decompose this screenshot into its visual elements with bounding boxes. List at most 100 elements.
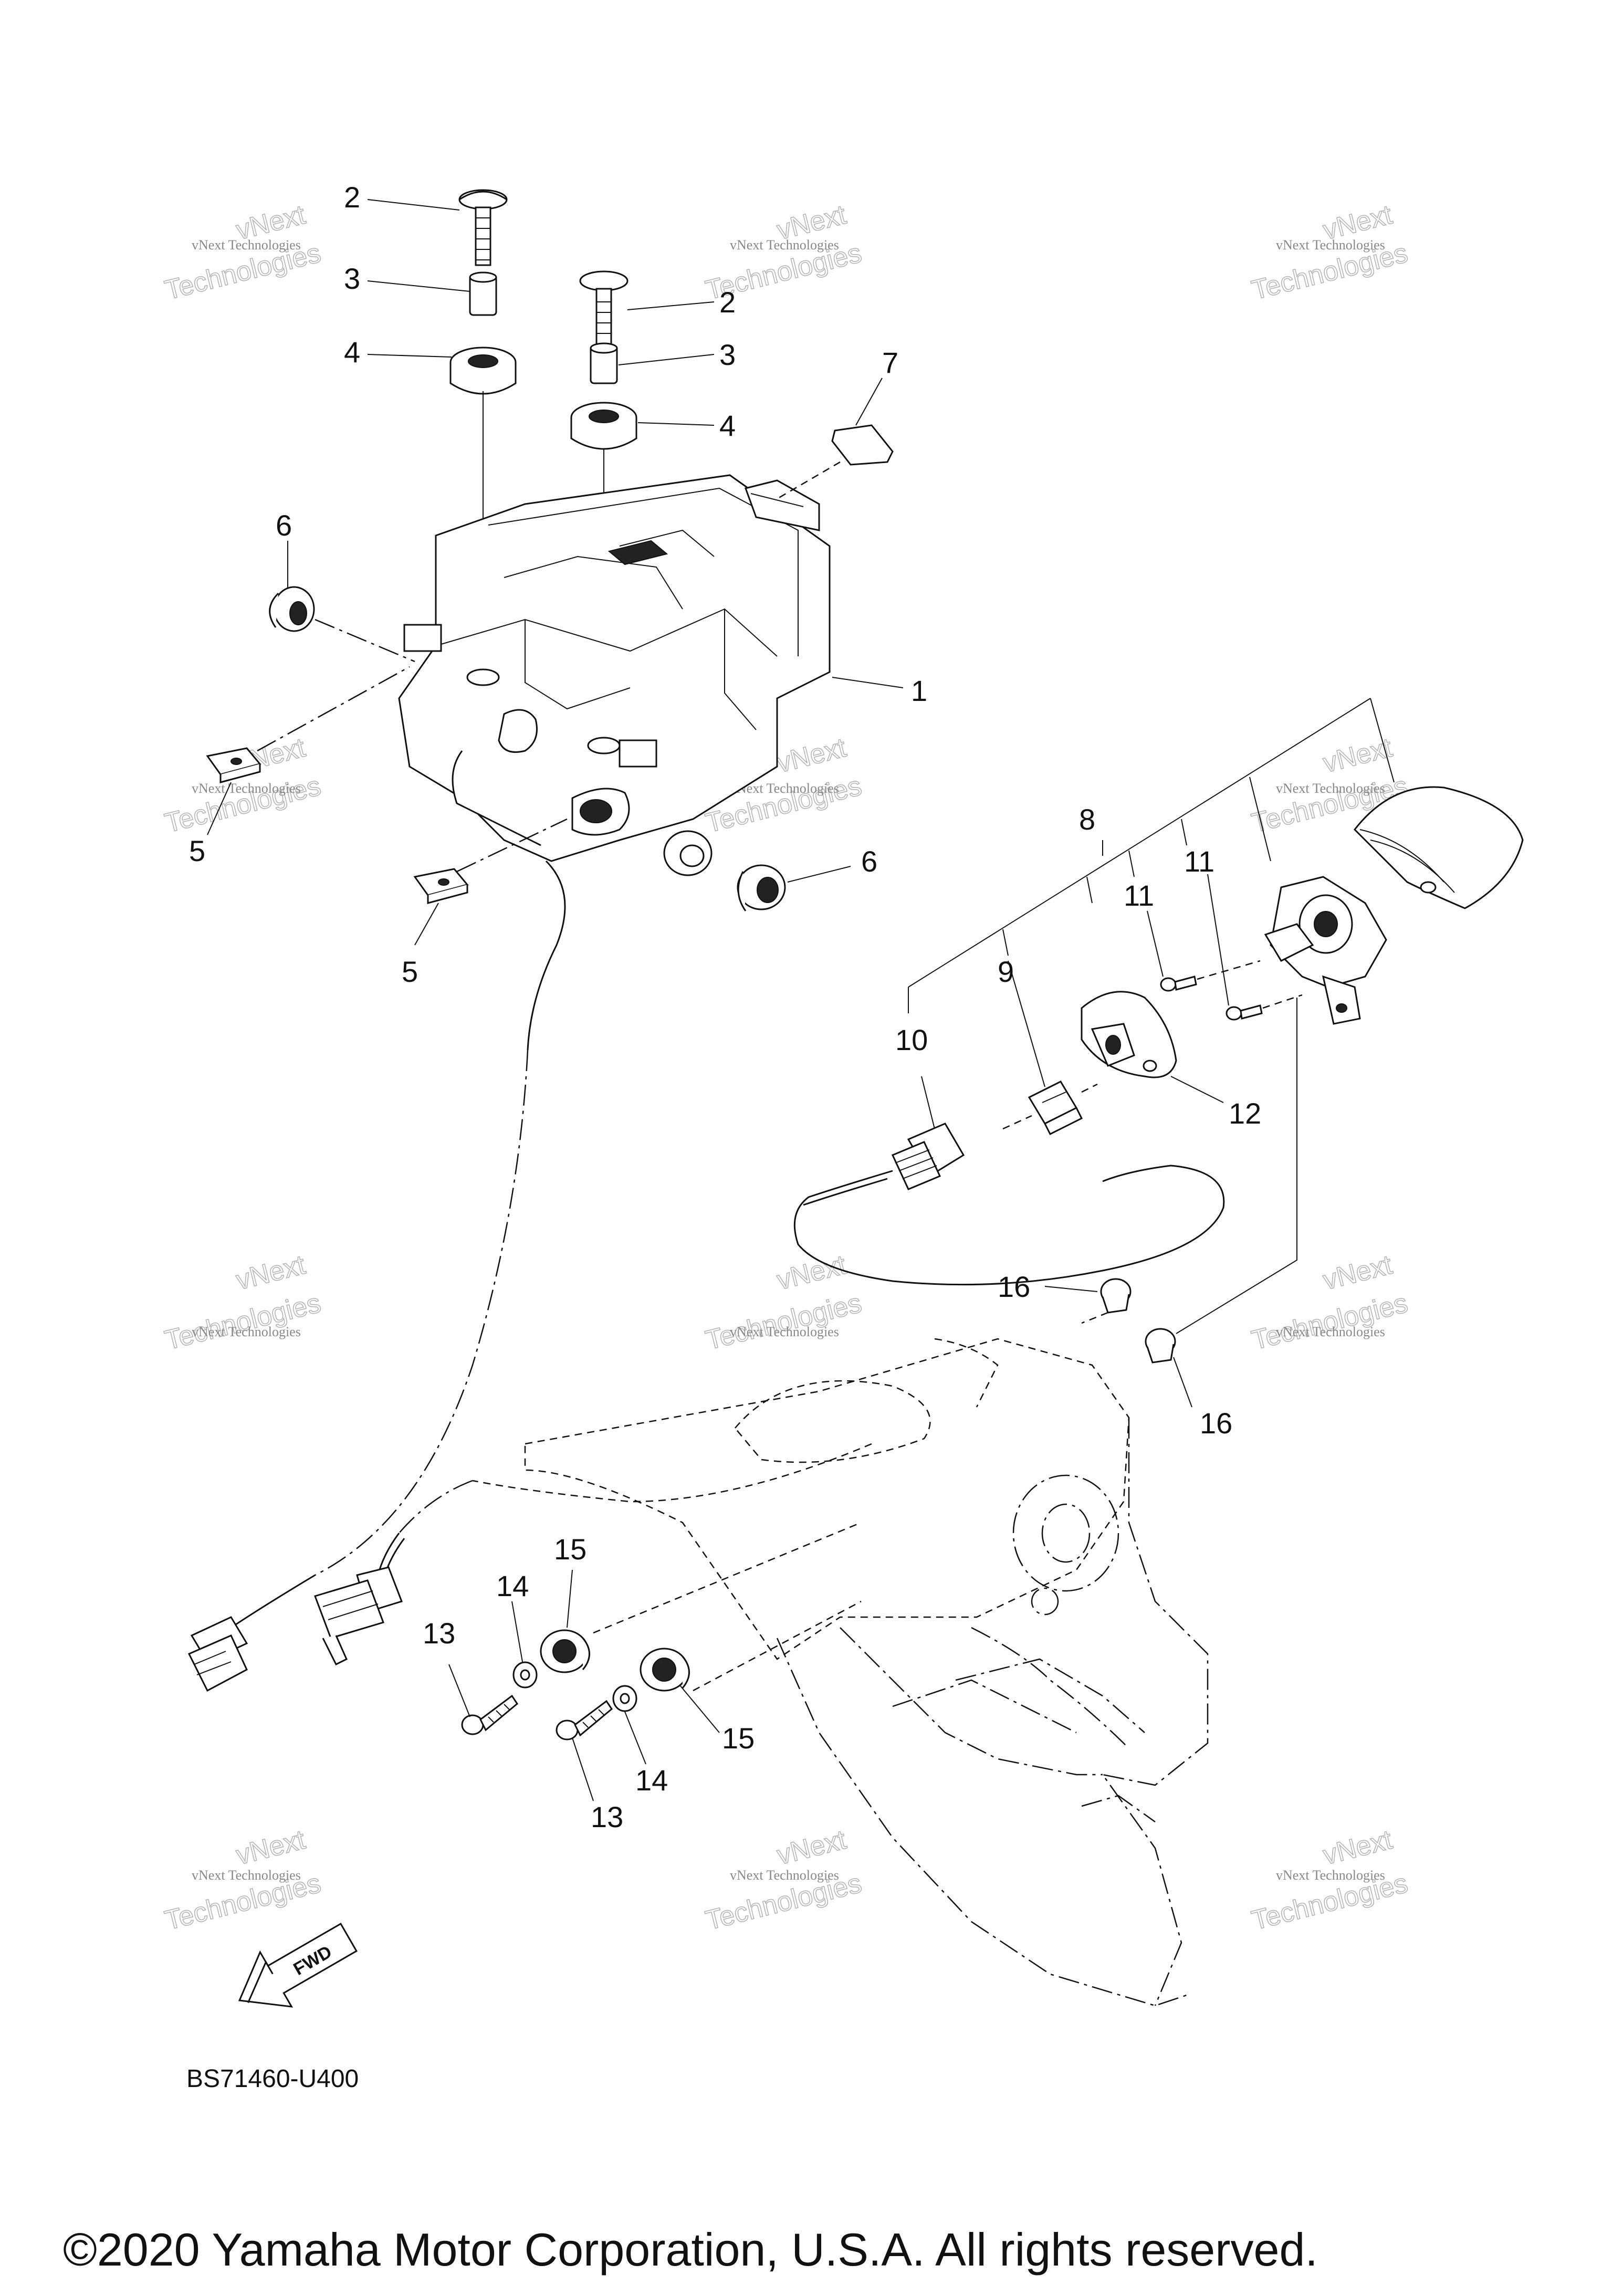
washer-14b	[612, 1685, 637, 1712]
grommet-15a	[540, 1629, 590, 1673]
bolt-center	[579, 270, 629, 353]
callout-10: 10	[895, 1023, 928, 1056]
watermark-bottom-left: Technologies vNext vNext Technologies	[161, 1824, 324, 1936]
grommet-right-6	[737, 864, 786, 911]
svg-text:vNext: vNext	[1320, 732, 1396, 779]
leader-3a	[367, 280, 470, 292]
svg-text:vNext Technologies: vNext Technologies	[1276, 1868, 1385, 1883]
svg-text:Technologies: Technologies	[162, 1288, 324, 1356]
svg-text:vNext Technologies: vNext Technologies	[1276, 237, 1385, 253]
svg-text:vNext Technologies: vNext Technologies	[730, 237, 839, 253]
washer-14a	[512, 1661, 538, 1689]
lens-cover	[1354, 786, 1524, 909]
grommet-left	[449, 347, 517, 395]
svg-text:vNext: vNext	[1320, 1250, 1396, 1296]
leader-4b	[637, 422, 715, 426]
callout-5-left: 5	[189, 834, 205, 867]
callout-15-left: 15	[554, 1533, 586, 1566]
plate-line-right	[1176, 998, 1297, 1334]
bushing-16-upper	[1100, 1278, 1132, 1314]
wire-harness-license	[314, 1443, 872, 1666]
leader-13a	[448, 1664, 470, 1717]
axis-11b	[1262, 994, 1303, 1009]
rear-fender-phantom	[524, 1338, 1209, 2007]
leader-5b	[414, 903, 439, 946]
svg-text:vNext Technologies: vNext Technologies	[730, 1868, 839, 1883]
svg-text:vNext: vNext	[1320, 1825, 1396, 1871]
callout-2-center: 2	[719, 286, 736, 319]
clip-5-left	[206, 747, 261, 783]
callout-3-left: 3	[344, 262, 360, 295]
socket-plate-12	[1081, 991, 1177, 1078]
leader-1	[832, 677, 904, 688]
leader-3b	[618, 354, 715, 365]
fwd-arrow-icon: FWD	[238, 1922, 358, 2008]
leader-2a	[367, 199, 460, 211]
leader-5a	[207, 782, 232, 835]
leader-7	[855, 378, 883, 426]
watermark-lower-left: Technologies vNext vNext Technologies	[161, 1249, 324, 1356]
axis-15b	[693, 1600, 862, 1692]
copyright-notice: ©2020 Yamaha Motor Corporation, U.S.A. A…	[63, 2224, 1318, 2276]
callout-8: 8	[1079, 803, 1095, 836]
svg-text:vNext Technologies: vNext Technologies	[730, 1324, 839, 1339]
svg-text:FWD: FWD	[290, 1942, 336, 1979]
svg-text:Technologies: Technologies	[703, 1288, 865, 1356]
axis-15a	[593, 1522, 862, 1634]
callout-11-right: 11	[1184, 845, 1214, 878]
grommet-6a-axis	[315, 618, 415, 663]
leader-16b	[1173, 1357, 1192, 1408]
callout-4-center: 4	[719, 409, 736, 442]
callout-3-center: 3	[719, 338, 736, 371]
leader-16a	[1044, 1286, 1098, 1292]
socket-10	[891, 1123, 965, 1190]
screw-11-lower	[1226, 1004, 1263, 1021]
leader-11b	[1207, 874, 1229, 1006]
callout-9: 9	[998, 955, 1014, 988]
callout-1: 1	[911, 674, 927, 707]
watermark-bottom-right: Technologies vNext vNext Technologies	[1248, 1824, 1411, 1936]
bulb-9	[1028, 1081, 1083, 1136]
drawing-code: BS71460-U400	[186, 2065, 359, 2093]
svg-text:vNext Technologies: vNext Technologies	[192, 1324, 301, 1339]
leader-15a	[567, 1569, 573, 1628]
svg-text:vNext: vNext	[233, 1825, 309, 1871]
leader-12	[1170, 1076, 1224, 1103]
svg-text:Technologies: Technologies	[1249, 1288, 1411, 1356]
screw-13b	[556, 1700, 613, 1741]
callout-6-right: 6	[861, 845, 877, 878]
pad-part-7	[831, 424, 894, 466]
svg-text:vNext Technologies: vNext Technologies	[1276, 781, 1385, 796]
bushing-16-lower	[1145, 1328, 1176, 1364]
leader-9	[1008, 960, 1045, 1087]
leader-10	[921, 1076, 935, 1129]
leader-4a	[367, 354, 452, 358]
callout-4-left: 4	[344, 336, 360, 369]
watermark-lower-center: Technologies vNext vNext Technologies	[702, 1249, 865, 1356]
leader-14a	[511, 1601, 523, 1662]
leader-2b	[627, 301, 715, 310]
grommet-center	[570, 402, 637, 450]
collar-right-6	[663, 830, 713, 876]
grommet-left-6	[269, 586, 315, 632]
grommet-15b	[640, 1648, 690, 1692]
svg-text:vNext Technologies: vNext Technologies	[192, 1868, 301, 1883]
leader-13b	[572, 1737, 594, 1801]
clip-5b-axis	[456, 818, 568, 873]
leader-14b	[624, 1711, 646, 1765]
watermark-top-left: Technologies vNext vNext Technologies	[161, 199, 324, 306]
callout-16-lower: 16	[1200, 1407, 1232, 1440]
callout-14-left: 14	[496, 1569, 529, 1602]
callout-5-right: 5	[402, 955, 418, 988]
clip-5-right	[413, 868, 469, 904]
callout-12: 12	[1229, 1097, 1261, 1130]
light-housing	[1264, 876, 1387, 1025]
svg-text:vNext: vNext	[233, 1250, 309, 1296]
tail-light-box	[398, 474, 831, 862]
axis-11a	[1197, 960, 1261, 980]
wire-10	[793, 1165, 1225, 1286]
leader-15b	[679, 1685, 720, 1733]
svg-text:vNext Technologies: vNext Technologies	[192, 237, 301, 253]
svg-text:vNext Technologies: vNext Technologies	[192, 781, 301, 796]
callout-15-right: 15	[722, 1722, 755, 1755]
